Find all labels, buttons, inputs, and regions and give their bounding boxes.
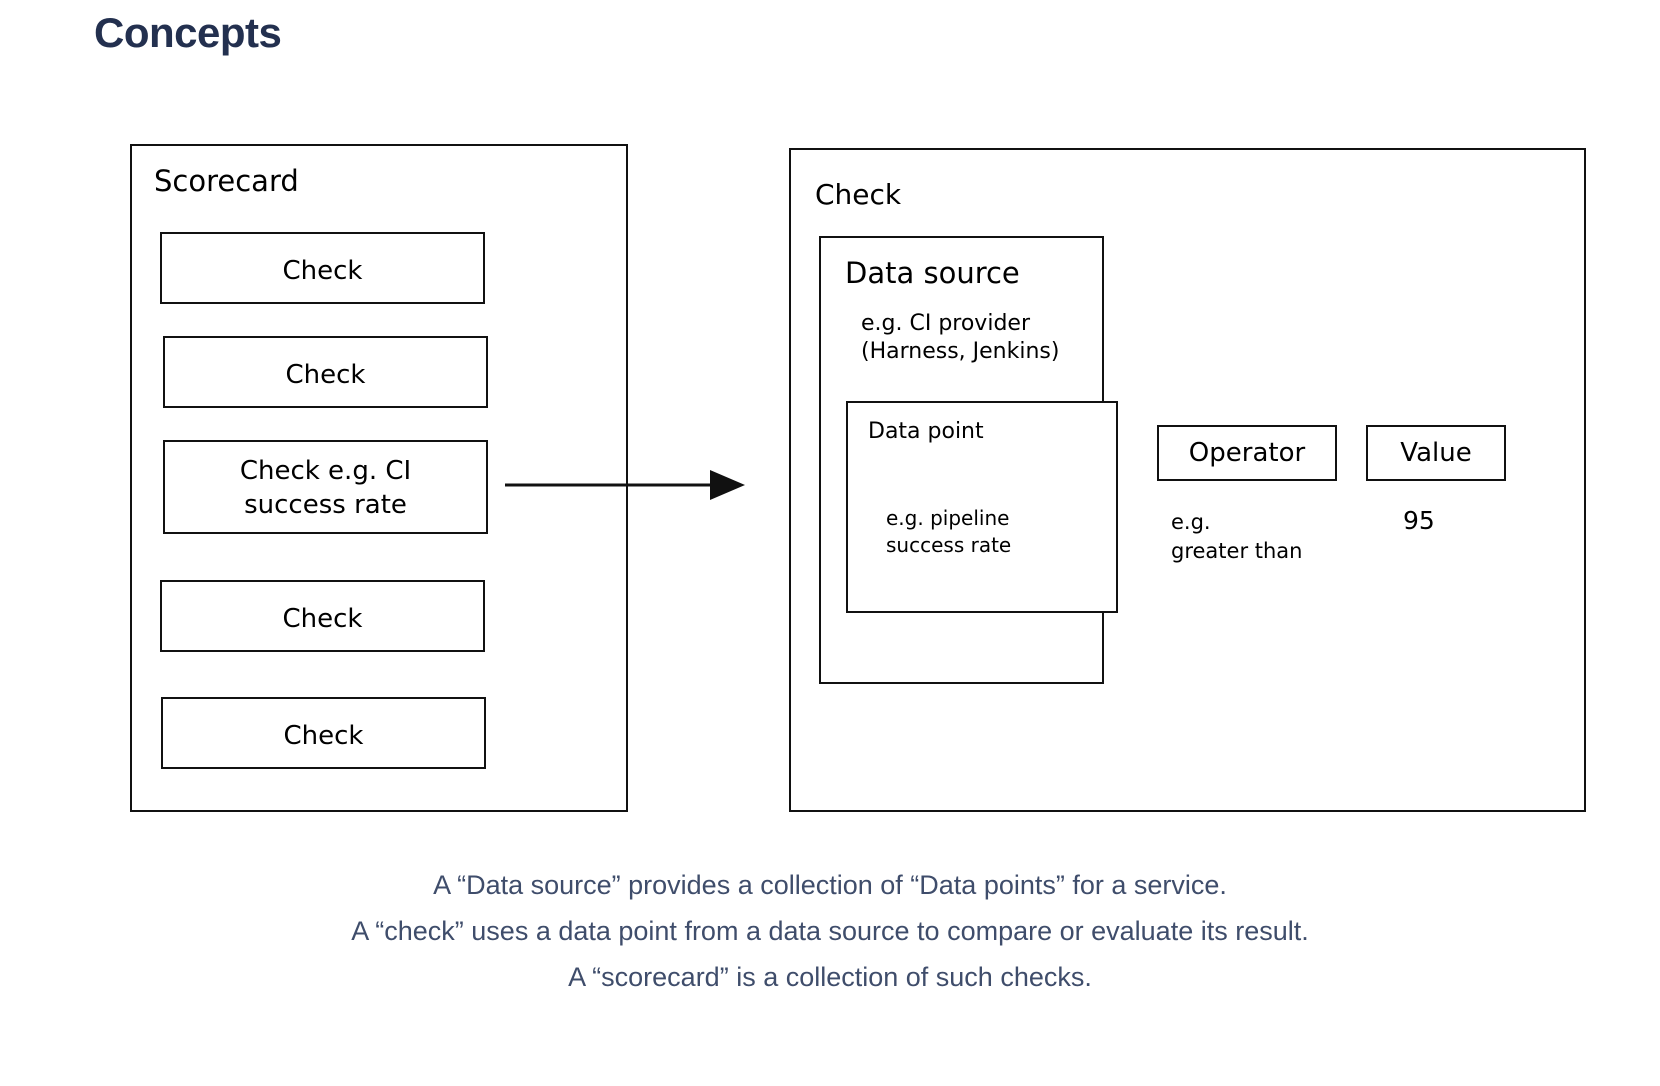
data-source-note-line1: e.g. CI provider bbox=[861, 311, 1030, 336]
data-source-title: Data source bbox=[845, 256, 1020, 290]
data-source-note-line2: (Harness, Jenkins) bbox=[861, 339, 1060, 364]
scorecard-check-5[interactable]: Check bbox=[161, 697, 486, 769]
operator-label: Operator bbox=[1188, 438, 1306, 468]
check-title: Check bbox=[815, 178, 902, 211]
arrow-head bbox=[710, 470, 745, 500]
operator-note-line1: e.g. bbox=[1171, 510, 1211, 534]
data-point-box: Data point e.g. pipeline success rate bbox=[846, 401, 1118, 613]
data-point-note-line1: e.g. pipeline bbox=[886, 506, 1010, 530]
scorecard-check-5-label: Check bbox=[283, 721, 364, 751]
operator-note-line2: greater than bbox=[1171, 539, 1303, 563]
value-label: Value bbox=[1400, 438, 1472, 468]
value-box[interactable]: Value bbox=[1366, 425, 1506, 481]
concepts-diagram: Scorecard Check Check Check e.g. CI succ… bbox=[130, 144, 1586, 812]
value-note: 95 bbox=[1403, 506, 1435, 535]
scorecard-title: Scorecard bbox=[154, 164, 299, 198]
scorecard-check-3-label: Check e.g. CI bbox=[239, 456, 412, 486]
scorecard-to-check-arrow bbox=[505, 470, 745, 500]
scorecard-check-3[interactable]: Check e.g. CI success rate bbox=[163, 440, 488, 534]
operator-box[interactable]: Operator bbox=[1157, 425, 1337, 481]
caption-line-2: A “check” uses a data point from a data … bbox=[351, 916, 1309, 946]
page-title: Concepts bbox=[94, 9, 282, 56]
scorecard-check-4-label: Check bbox=[282, 604, 363, 634]
caption: A “Data source” provides a collection of… bbox=[0, 862, 1660, 1000]
check-box: Check Data source e.g. CI provider (Harn… bbox=[789, 148, 1586, 812]
data-source-box: Data source e.g. CI provider (Harness, J… bbox=[819, 236, 1118, 684]
scorecard-check-3-label-line2: success rate bbox=[244, 490, 407, 520]
scorecard-check-4[interactable]: Check bbox=[160, 580, 485, 652]
caption-line-1: A “Data source” provides a collection of… bbox=[433, 870, 1227, 900]
caption-line-3: A “scorecard” is a collection of such ch… bbox=[568, 962, 1092, 992]
scorecard-box: Scorecard Check Check Check e.g. CI succ… bbox=[130, 144, 628, 812]
scorecard-check-2-label: Check bbox=[285, 360, 366, 390]
scorecard-check-1-label: Check bbox=[282, 256, 363, 286]
scorecard-check-2[interactable]: Check bbox=[163, 336, 488, 408]
data-point-title: Data point bbox=[868, 419, 984, 444]
data-point-note-line2: success rate bbox=[886, 533, 1012, 557]
scorecard-check-1[interactable]: Check bbox=[160, 232, 485, 304]
